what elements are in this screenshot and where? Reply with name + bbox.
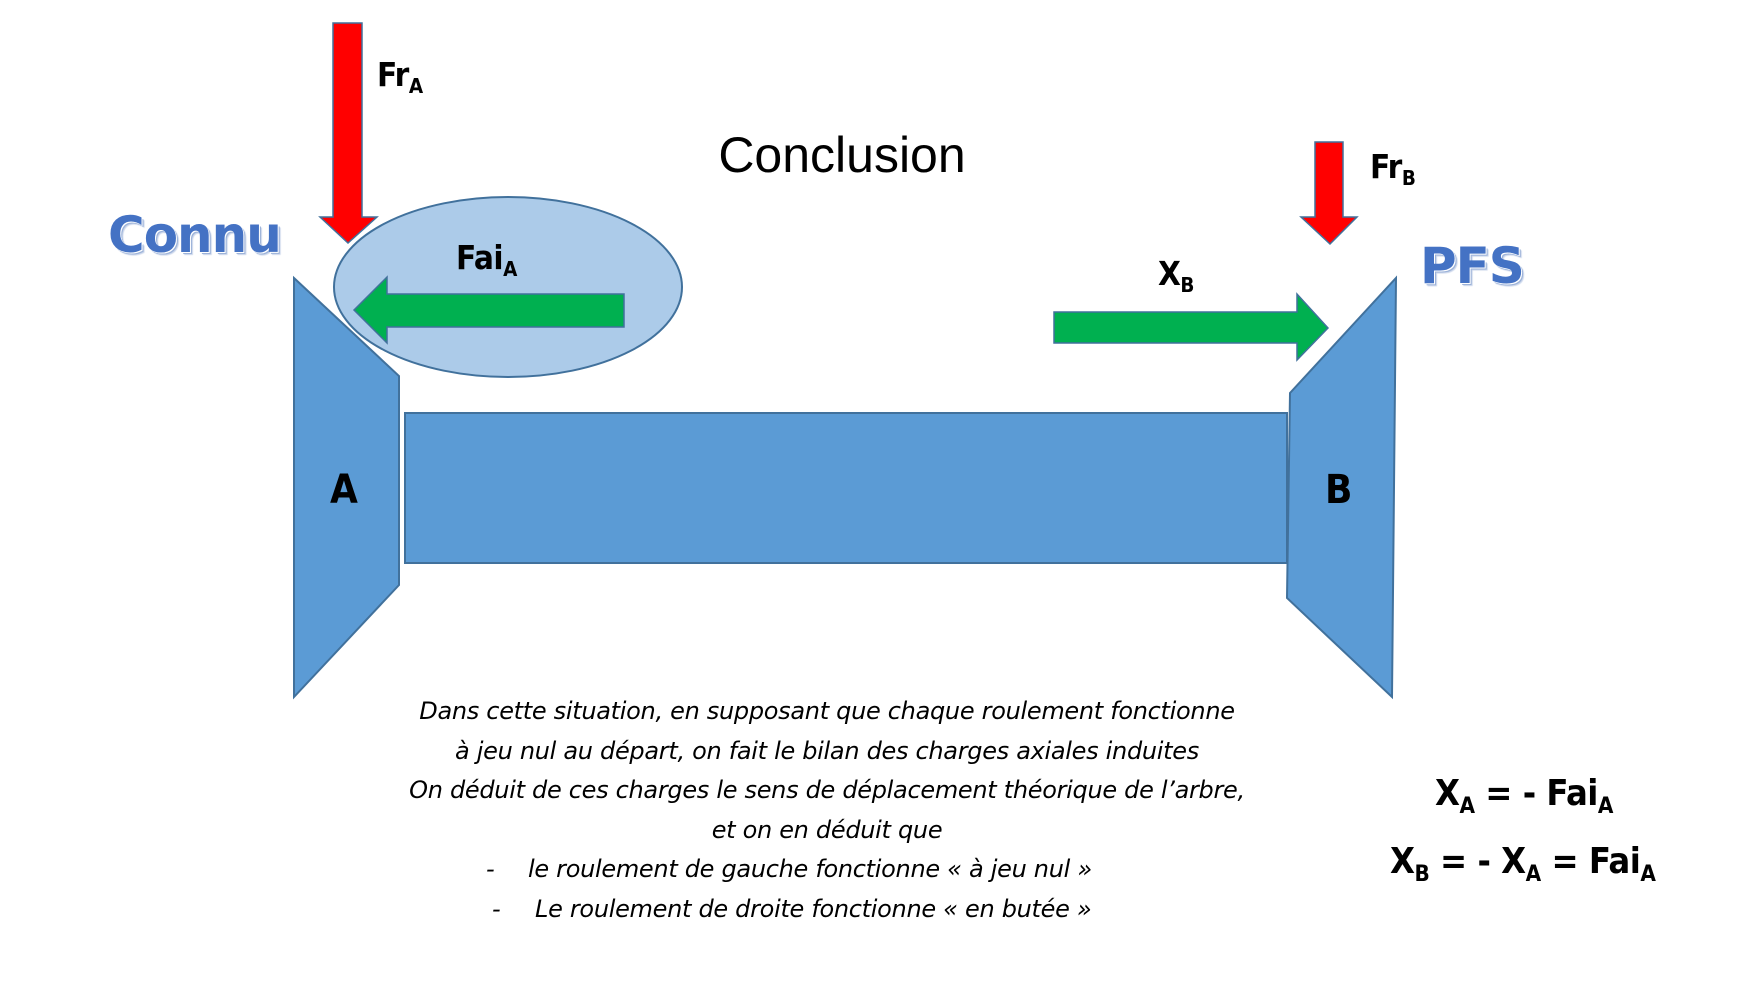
bullet-item: - le roulement de gauche fonctionne « à … [330, 850, 1324, 890]
bearing-b-shape [1285, 275, 1398, 700]
explanation-line: et on en déduit que [711, 815, 943, 844]
bearing-a-shape [293, 275, 400, 700]
bullet-item: - Le roulement de droite fonctionne « en… [330, 890, 1324, 930]
highlight-ellipse [333, 196, 683, 378]
explanation-line: à jeu nul au départ, on fait le bilan de… [455, 736, 1199, 765]
bullet-marker: - [486, 855, 495, 883]
bullet-text: le roulement de gauche fonctionne « à je… [528, 855, 1092, 883]
explanation-line: On déduit de ces charges le sens de dépl… [409, 776, 1245, 804]
explanation-text: Dans cette situation, en supposant que c… [330, 692, 1324, 929]
bullet-marker: - [492, 894, 501, 923]
radial-force-a-arrow [318, 22, 379, 245]
shaft [404, 412, 1288, 564]
pfs-annotation: PFS [1419, 237, 1525, 295]
radial-force-a-label: FrA [377, 55, 423, 99]
radial-force-b-arrow [1299, 141, 1359, 246]
explanation-line: Dans cette situation, en supposant que c… [419, 697, 1235, 725]
bearing-b-label: B [1325, 467, 1353, 513]
axial-force-b-label: XB [1158, 254, 1194, 298]
equation-xb: XB = - XA = FaiA [1390, 841, 1656, 887]
radial-force-b-label: FrB [1370, 147, 1416, 191]
bullet-text: Le roulement de droite fonctionne « en b… [535, 894, 1092, 923]
known-annotation: Connu [107, 206, 282, 264]
equation-xa: XA = - FaiA [1435, 773, 1613, 819]
slide-title: Conclusion [718, 127, 966, 183]
axial-force-b-arrow [1053, 292, 1330, 362]
bearing-a-label: A [330, 467, 358, 513]
induced-axial-force-a-label: FaiA [456, 238, 517, 282]
axial-force-a-arrow [352, 275, 625, 345]
